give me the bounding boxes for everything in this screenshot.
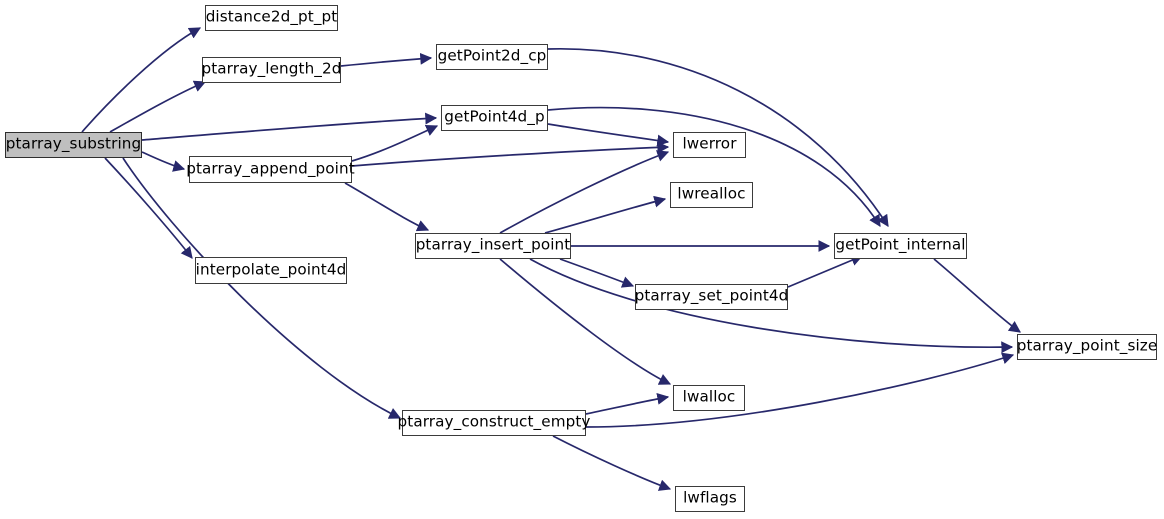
node-label: lwrealloc bbox=[677, 184, 746, 203]
node-label: ptarray_point_size bbox=[1016, 336, 1158, 355]
node-lwrealloc[interactable]: lwrealloc bbox=[670, 182, 753, 208]
node-label: getPoint_internal bbox=[835, 235, 966, 254]
node-label: ptarray_set_point4d bbox=[634, 286, 789, 305]
edge-appendpoint-lwerror bbox=[351, 141, 670, 167]
edge-substring-getpoint4dp bbox=[141, 112, 438, 141]
edge-constructempty-pointsize bbox=[585, 352, 1015, 428]
node-label: interpolate_point4d bbox=[195, 260, 347, 279]
node-getpoint2d-cp[interactable]: getPoint2d_cp bbox=[436, 44, 548, 70]
node-label: lwerror bbox=[682, 134, 737, 153]
edge-insertpoint-lwalloc bbox=[499, 258, 672, 385]
edge-getpoint4dp-getpointinternal bbox=[547, 106, 881, 228]
node-label: ptarray_length_2d bbox=[201, 59, 342, 78]
edge-getpointinternal-pointsize bbox=[933, 258, 1021, 333]
node-ptarray-substring[interactable]: ptarray_substring bbox=[5, 132, 142, 158]
edge-substring-appendpoint bbox=[141, 151, 186, 172]
node-ptarray-set-point4d[interactable]: ptarray_set_point4d bbox=[635, 284, 788, 310]
node-getpoint-internal[interactable]: getPoint_internal bbox=[834, 233, 967, 259]
node-interpolate-point4d[interactable]: interpolate_point4d bbox=[195, 257, 347, 284]
edge-appendpoint-getpoint4dp bbox=[351, 125, 439, 162]
node-label: lwflags bbox=[683, 488, 737, 507]
node-ptarray-point-size[interactable]: ptarray_point_size bbox=[1017, 334, 1157, 360]
node-label: ptarray_append_point bbox=[186, 159, 355, 178]
node-label: ptarray_substring bbox=[5, 134, 142, 153]
node-label: ptarray_construct_empty bbox=[397, 412, 591, 431]
node-lwflags[interactable]: lwflags bbox=[675, 486, 745, 512]
edge-constructempty-lwalloc bbox=[585, 392, 670, 415]
edge-setpoint4d-getpointinternal bbox=[787, 254, 864, 288]
edge-getpoint2dcp-getpointinternal bbox=[547, 48, 889, 227]
edge-getpoint4dp-lwerror bbox=[547, 123, 670, 147]
node-ptarray-length-2d[interactable]: ptarray_length_2d bbox=[201, 57, 342, 83]
node-ptarray-construct-empty[interactable]: ptarray_construct_empty bbox=[398, 410, 590, 436]
edge-appendpoint-insertpoint bbox=[344, 182, 430, 232]
edge-length2d-getpoint2dcp bbox=[340, 52, 433, 67]
node-getpoint4d-p[interactable]: getPoint4d_p bbox=[441, 105, 548, 131]
edge-insertpoint-lwrealloc bbox=[544, 195, 667, 234]
node-distance2d-pt-pt[interactable]: distance2d_pt_pt bbox=[205, 5, 338, 31]
node-ptarray-append-point[interactable]: ptarray_append_point bbox=[186, 156, 355, 183]
edge-substring-constructempty bbox=[122, 157, 402, 419]
edge-substring-distance2d bbox=[81, 27, 202, 133]
edge-insertpoint-lwerror bbox=[499, 150, 670, 234]
edge-insertpoint-setpoint4d bbox=[559, 258, 635, 288]
node-label: ptarray_insert_point bbox=[415, 235, 571, 254]
node-ptarray-insert-point[interactable]: ptarray_insert_point bbox=[415, 233, 571, 259]
node-label: distance2d_pt_pt bbox=[205, 7, 338, 26]
node-label: lwalloc bbox=[682, 387, 736, 406]
node-label: getPoint4d_p bbox=[444, 107, 545, 126]
edge-substring-interpolate bbox=[104, 157, 193, 259]
edge-constructempty-lwflags bbox=[552, 435, 672, 491]
edge-substring-length2d bbox=[109, 80, 207, 133]
edge-insertpoint-pointsize bbox=[529, 258, 1014, 354]
node-lwalloc[interactable]: lwalloc bbox=[673, 385, 745, 411]
node-lwerror[interactable]: lwerror bbox=[673, 132, 746, 158]
node-label: getPoint2d_cp bbox=[437, 46, 547, 65]
